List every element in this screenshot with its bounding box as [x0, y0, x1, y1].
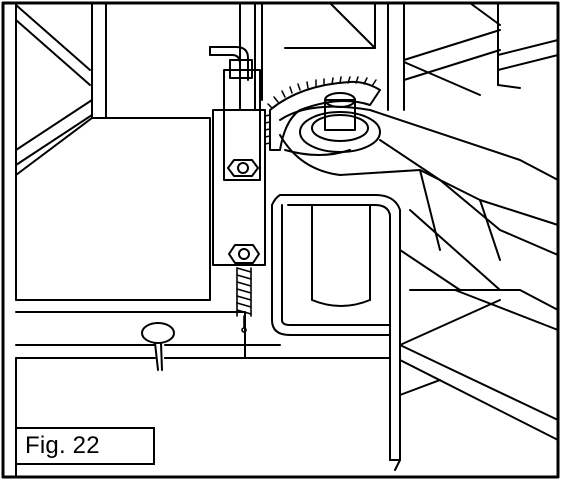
upper-bolt-icon: [227, 159, 259, 177]
figure-caption-text: Fig. 22: [25, 432, 100, 459]
mounting-bracket: [209, 46, 266, 266]
gear-segment-icon: [264, 76, 381, 151]
pivot-arm: [279, 92, 559, 261]
washer: [299, 111, 381, 153]
lower-beam: [399, 209, 559, 441]
u-handle: [271, 194, 401, 471]
cylinder: [311, 204, 371, 307]
pivot-pin: [324, 92, 356, 108]
slot-hole: [141, 322, 175, 344]
spring-icon: [236, 267, 252, 333]
figure-caption: Fig. 22: [15, 427, 155, 465]
lower-bolt-icon: [228, 244, 260, 264]
background-frame: [15, 2, 559, 301]
